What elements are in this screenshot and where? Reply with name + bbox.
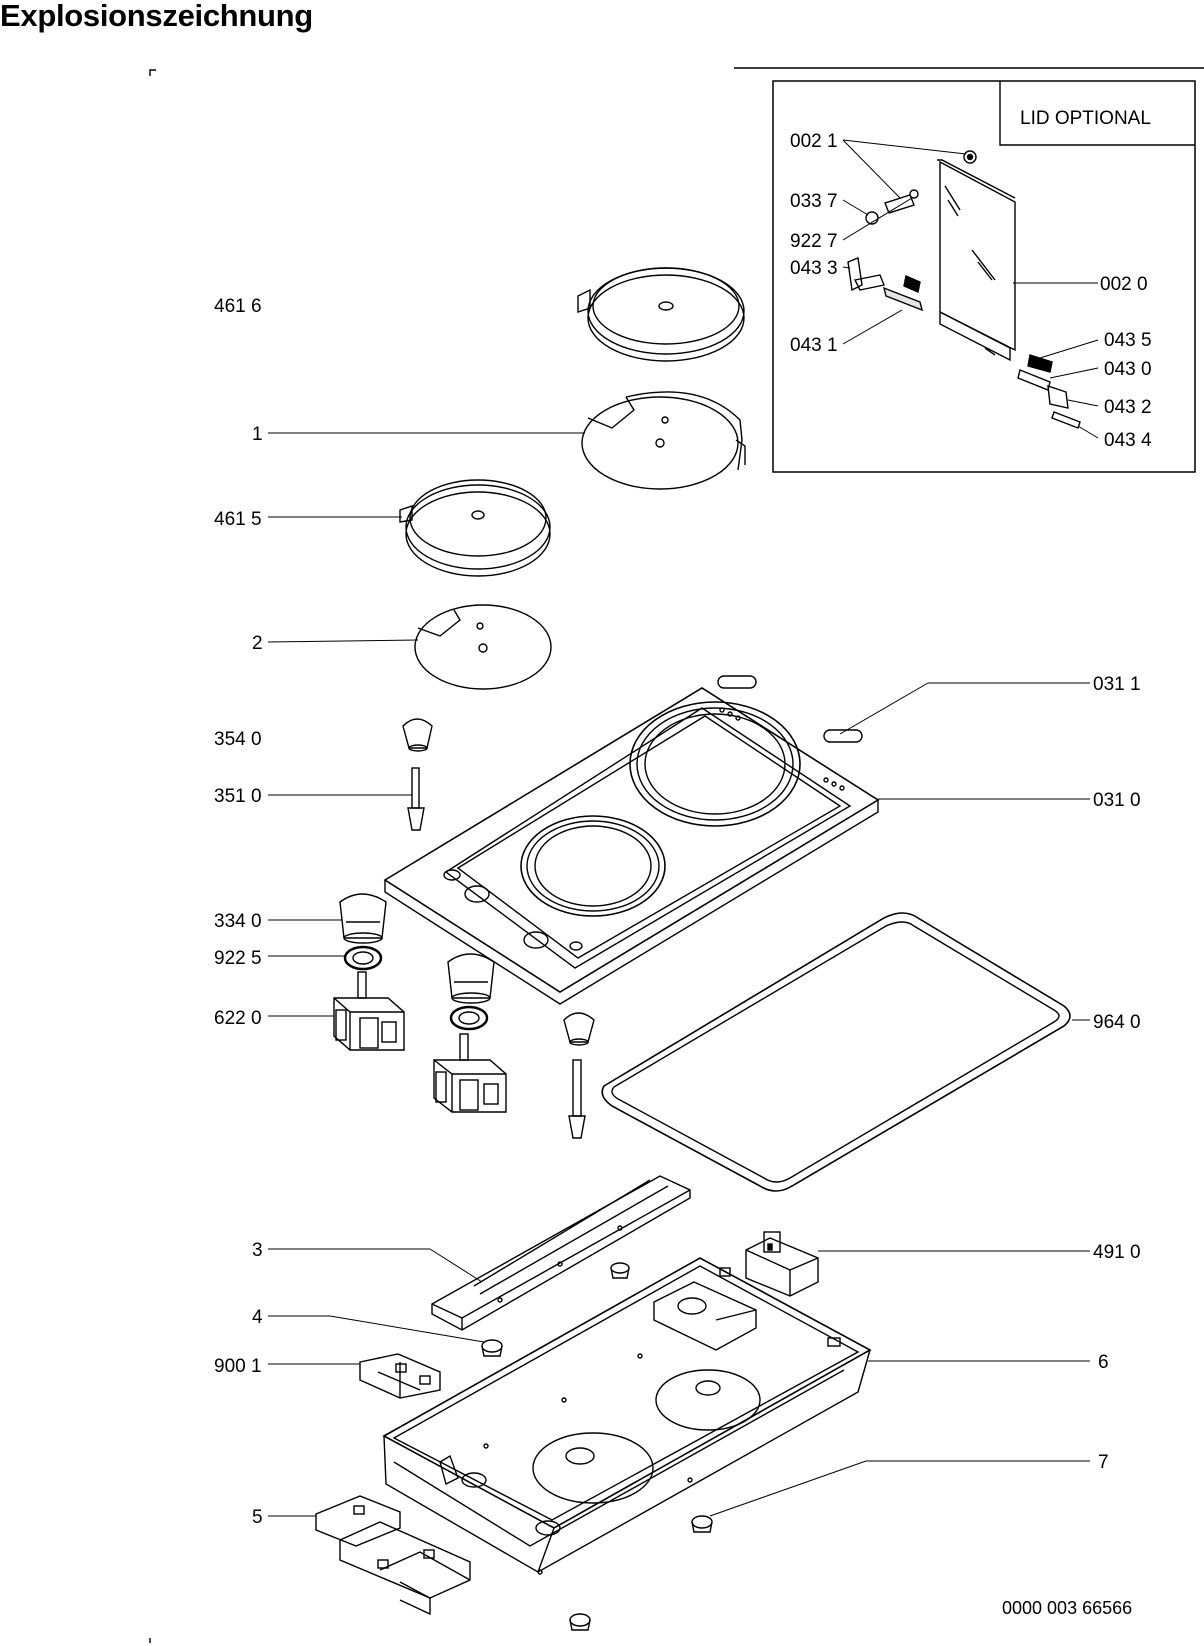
base-tray-6: [382, 1257, 872, 1575]
label-4615: 461 5: [214, 509, 262, 530]
reflector-1: [581, 391, 746, 490]
hinge-right: [1017, 354, 1081, 429]
regulator-6220-b: [433, 1033, 507, 1113]
label-5: 5: [252, 1507, 263, 1528]
page-title: Explosionszeichnung: [0, 0, 313, 33]
bezel-9225-b: [449, 1005, 489, 1031]
junction-box-4910: [745, 1231, 819, 1297]
inset-label: LID OPTIONAL: [1020, 108, 1151, 129]
foot-4: [481, 1339, 503, 1357]
knob-3540-b: [563, 1012, 595, 1046]
label-9001: 900 1: [214, 1356, 262, 1377]
inset-frame: [772, 80, 1196, 473]
screw-0337: [865, 211, 879, 225]
label-9227: 922 7: [790, 231, 838, 252]
leader-lines: [267, 432, 1090, 1517]
foot-7: [691, 1515, 713, 1533]
inset-leaders: [842, 139, 1099, 439]
label-3340: 334 0: [214, 911, 262, 932]
label-4: 4: [252, 1307, 263, 1328]
label-9640: 964 0: [1093, 1012, 1141, 1033]
label-0311: 031 1: [1093, 674, 1141, 695]
label-3510: 351 0: [214, 786, 262, 807]
hotplate-large-4616: [577, 267, 745, 362]
gasket-9640: [601, 912, 1071, 1192]
label-3540: 354 0: [214, 729, 262, 750]
cooktop-0310: [383, 687, 880, 1005]
knob-3340-b: [447, 953, 495, 1004]
shaft-3510: [407, 767, 425, 831]
document-number: 0000 003 66566: [1002, 1598, 1132, 1618]
bezel-9225-a: [343, 945, 383, 971]
pin-0337: [884, 194, 915, 214]
label-3: 3: [252, 1240, 263, 1261]
label-0021: 002 1: [790, 131, 838, 152]
terminal-9001: [359, 1353, 441, 1399]
shaft-3510-b: [568, 1059, 586, 1139]
label-0430: 043 0: [1104, 359, 1152, 380]
label-0432: 043 2: [1104, 397, 1152, 418]
label-4910: 491 0: [1093, 1242, 1141, 1263]
label-0431: 043 1: [790, 335, 838, 356]
inset-label-box: [999, 81, 1195, 146]
washer-9227: [909, 189, 919, 199]
label-7: 7: [1098, 1452, 1109, 1473]
label-0435: 043 5: [1104, 330, 1152, 351]
label-9225: 922 5: [214, 948, 262, 969]
label-0020: 002 0: [1100, 274, 1148, 295]
seal-0311-b: [823, 729, 863, 743]
knob-3340-a: [339, 893, 387, 944]
regulator-6220-a: [333, 971, 405, 1051]
label-1: 1: [252, 424, 263, 445]
callout-labels: 461 6 1 461 5 2 354 0 351 0 334 0 922 5 …: [214, 131, 1152, 1618]
corner-mark: [149, 69, 156, 76]
bolt-0021: [963, 150, 977, 164]
label-0434: 043 4: [1104, 430, 1152, 451]
reflector-2: [414, 604, 552, 690]
label-0433: 043 3: [790, 258, 838, 279]
foot-7-b: [569, 1613, 591, 1631]
label-6: 6: [1098, 1352, 1109, 1373]
label-4616: 461 6: [214, 296, 262, 317]
foot-4-b: [610, 1262, 630, 1279]
hotplate-small-4615: [399, 479, 551, 577]
label-0337: 033 7: [790, 191, 838, 212]
lid-inset: LID OPTIONAL: [772, 80, 1196, 473]
support-rail-3: [431, 1175, 691, 1331]
label-0310: 031 0: [1093, 790, 1141, 811]
bracket-5: [315, 1495, 471, 1616]
label-2: 2: [252, 633, 263, 654]
glass-lid: [937, 159, 1016, 362]
seal-0311-a: [717, 675, 757, 689]
hinge-left: [847, 257, 924, 312]
knob-3540: [402, 718, 433, 752]
label-6220: 622 0: [214, 1008, 262, 1029]
